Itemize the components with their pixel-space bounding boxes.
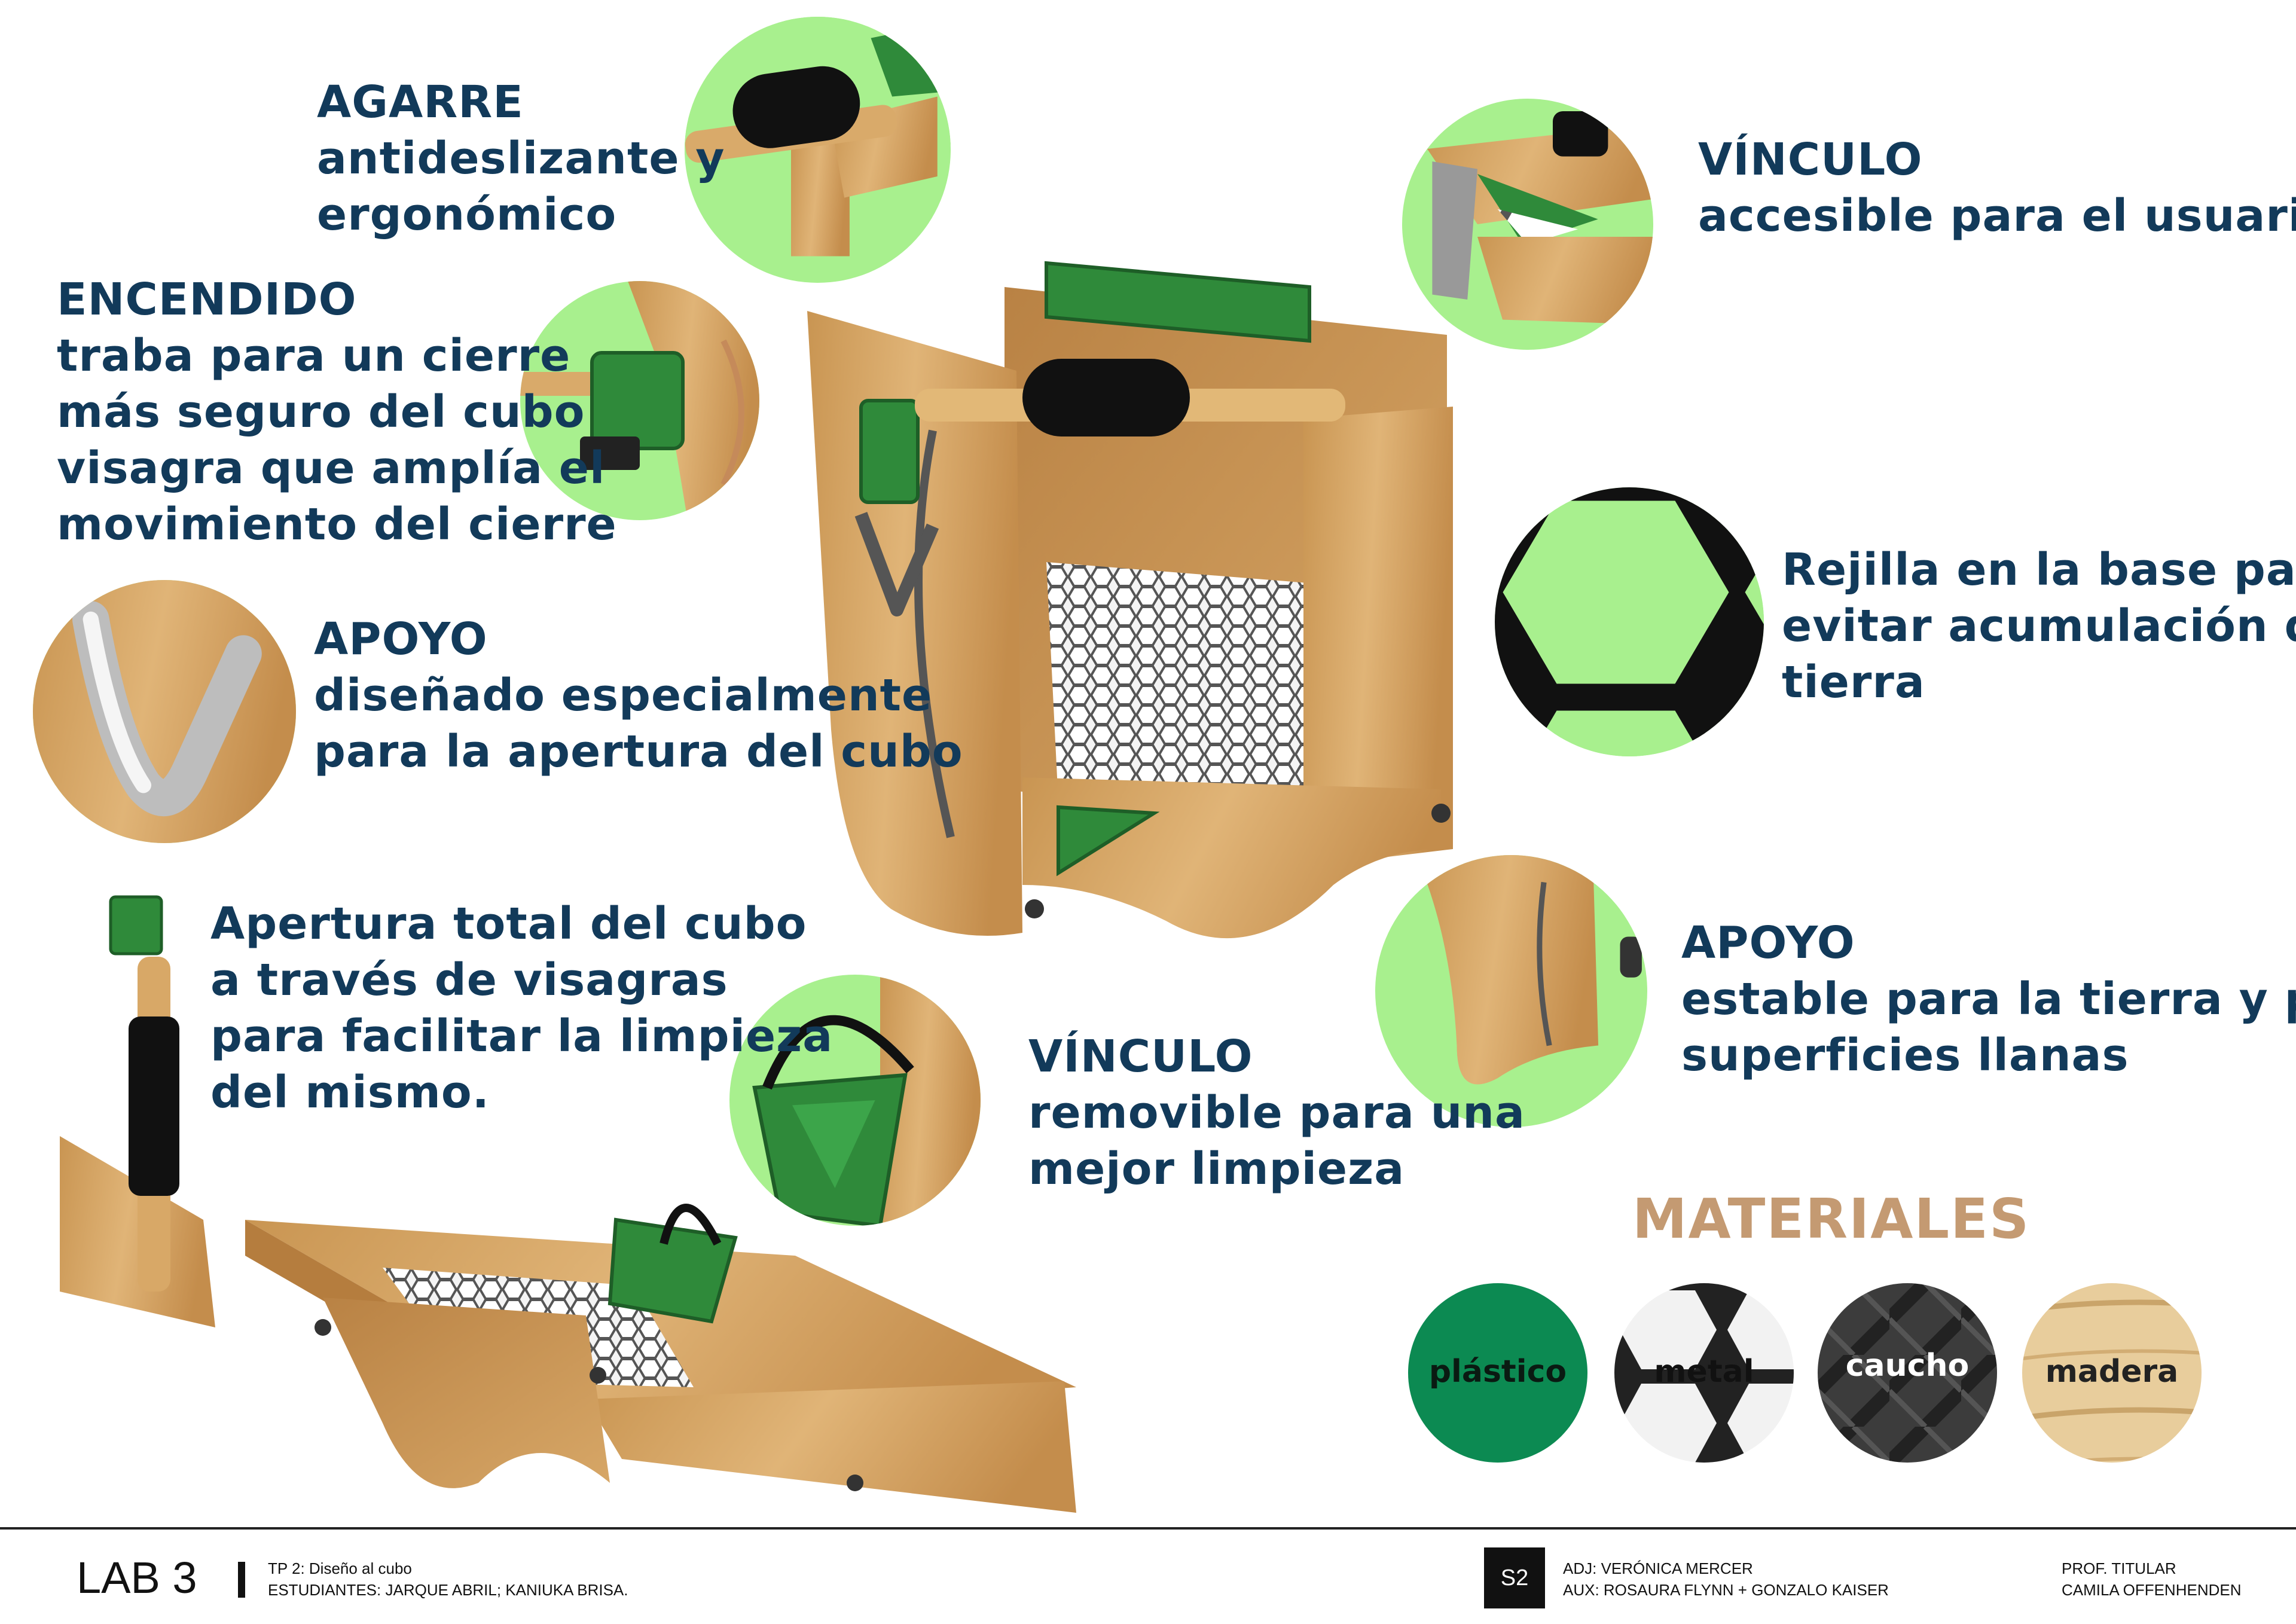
open-cube-illustration bbox=[60, 895, 1076, 1513]
callout-line: mejor limpieza bbox=[1028, 1143, 1405, 1195]
callout-title: APOYO bbox=[1681, 917, 1855, 969]
callout-line: del mismo. bbox=[210, 1067, 490, 1118]
footer-prof-label: PROF. TITULAR bbox=[2062, 1559, 2176, 1577]
callout-rejilla: Rejilla en la base para evitar acumulaci… bbox=[1782, 542, 2296, 710]
callout-title: ENCENDIDO bbox=[57, 274, 357, 325]
callout-vinculo-bottom: VÍNCULO removible para una mejor limpiez… bbox=[1028, 1028, 1525, 1197]
material-label: madera bbox=[2045, 1354, 2179, 1390]
cube-product-illustration bbox=[807, 261, 1453, 939]
callout-line: visagra que amplía el bbox=[57, 442, 606, 494]
callout-line: para facilitar la limpieza bbox=[210, 1011, 833, 1062]
callout-line: para la apertura del cubo bbox=[314, 726, 963, 777]
footer-badge-label: S2 bbox=[1500, 1565, 1529, 1591]
callout-title: VÍNCULO bbox=[1028, 1031, 1253, 1082]
callout-apoyo-top: APOYO diseñado especialmente para la ape… bbox=[314, 611, 963, 780]
callout-apoyo-right: APOYO estable para la tierra y para supe… bbox=[1681, 915, 2296, 1083]
callout-line: a través de visagras bbox=[210, 954, 728, 1006]
callout-line: Rejilla en la base para bbox=[1782, 544, 2296, 596]
footer-aux: AUX: ROSAURA FLYNN + GONZALO KAISER bbox=[1563, 1581, 1889, 1599]
footer-adj: ADJ: VERÓNICA MERCER bbox=[1563, 1559, 1753, 1577]
callout-line: diseñado especialmente bbox=[314, 670, 933, 721]
callout-line: movimiento del cierre bbox=[57, 499, 617, 550]
footer-students: ESTUDIANTES: JARQUE ABRIL; KANIUKA BRISA… bbox=[268, 1581, 628, 1599]
callout-line: evitar acumulación de bbox=[1782, 600, 2296, 652]
support-v-detail-circle bbox=[33, 580, 296, 843]
callout-line: tierra bbox=[1782, 657, 1925, 708]
material-label: caucho bbox=[1845, 1348, 1970, 1384]
callout-encendido: ENCENDIDO traba para un cierre más segur… bbox=[57, 271, 617, 552]
footer-separator bbox=[238, 1562, 245, 1598]
grip-detail-circle bbox=[685, 17, 951, 283]
footer-prof-name: CAMILA OFFENHENDEN bbox=[2062, 1581, 2242, 1599]
material-rubber-swatch: caucho bbox=[1818, 1283, 1997, 1463]
callout-line: accesible para el usuario bbox=[1698, 190, 2296, 242]
link-top-detail-circle bbox=[1402, 99, 1653, 350]
callout-line: superficies llanas bbox=[1681, 1030, 2129, 1081]
callout-line: Apertura total del cubo bbox=[210, 898, 807, 950]
callout-line: antideslizante y bbox=[317, 133, 725, 184]
footer-lab-title: LAB 3 bbox=[77, 1553, 197, 1602]
material-metal-swatch: metal bbox=[1614, 1283, 1794, 1463]
callout-vinculo-top: VÍNCULO accesible para el usuario bbox=[1698, 132, 2296, 244]
callout-line: ergonómico bbox=[317, 189, 617, 240]
callout-title: AGARRE bbox=[317, 77, 524, 128]
materials-title: MATERIALES bbox=[1632, 1187, 2031, 1251]
callout-line: más seguro del cubo bbox=[57, 386, 585, 438]
callout-title: APOYO bbox=[314, 613, 488, 665]
latch-detail-circle bbox=[520, 281, 759, 520]
callout-line: traba para un cierre bbox=[57, 330, 571, 381]
callout-agarre: AGARRE antideslizante y ergonómico bbox=[317, 74, 725, 243]
link-bottom-detail-circle bbox=[729, 975, 981, 1226]
material-label: plástico bbox=[1428, 1354, 1567, 1390]
callout-title: VÍNCULO bbox=[1698, 134, 1923, 185]
callout-apertura: Apertura total del cubo a través de visa… bbox=[210, 896, 833, 1121]
material-wood-swatch: madera bbox=[2022, 1283, 2202, 1463]
material-plastic-swatch: plástico bbox=[1408, 1283, 1587, 1463]
base-support-detail-circle bbox=[1375, 855, 1647, 1127]
grid-detail-circle bbox=[1495, 487, 1764, 756]
footer-tp: TP 2: Diseño al cubo bbox=[268, 1559, 412, 1577]
callout-line: estable para la tierra y para bbox=[1681, 973, 2296, 1025]
material-label: metal bbox=[1654, 1354, 1754, 1390]
footer-badge bbox=[1484, 1547, 1545, 1608]
callout-line: removible para una bbox=[1028, 1087, 1525, 1138]
footer-divider bbox=[0, 1527, 2296, 1530]
